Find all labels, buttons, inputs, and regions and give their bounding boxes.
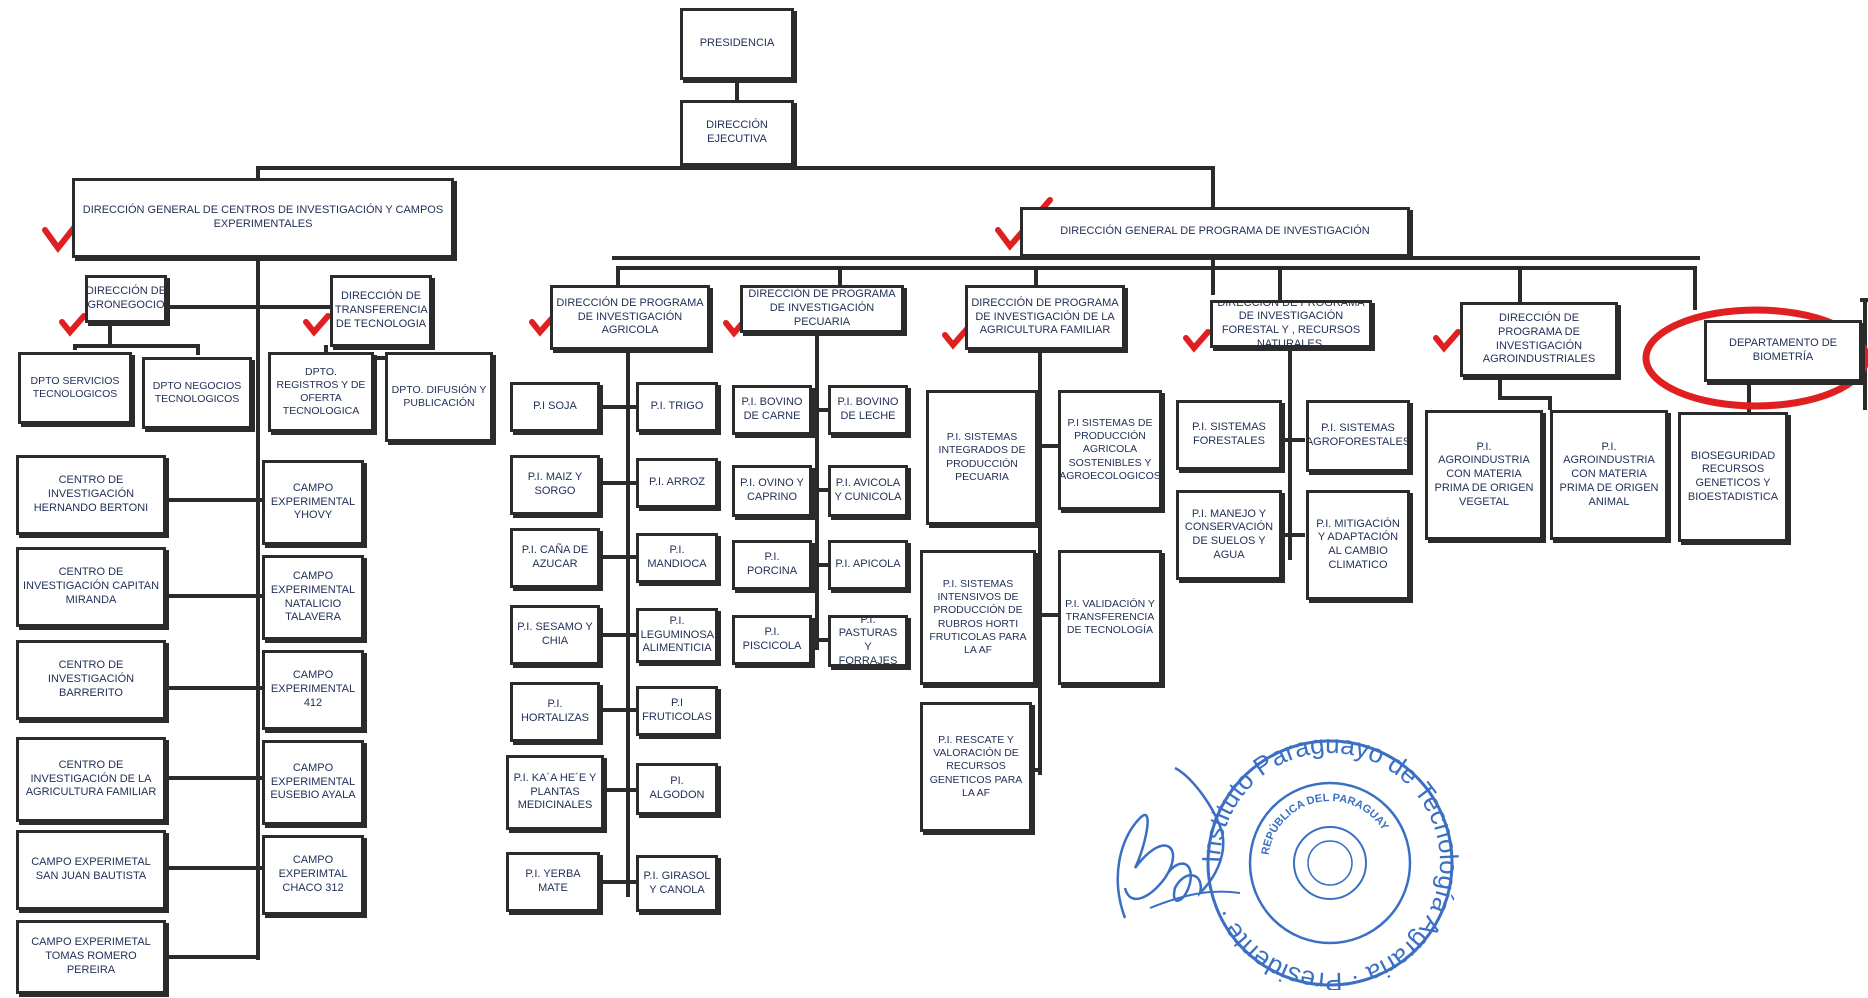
node-pecuaria-l2: P.I. OVINO Y CAPRINO	[732, 465, 812, 517]
node-pecuaria-r2: P.I. AVICOLA Y CUNICOLA	[828, 465, 908, 517]
node-pecuaria-l4: P.I. PISCICOLA	[732, 615, 812, 665]
node-agricola-r6: PI. ALGODON	[636, 763, 718, 815]
node-agricola-r7: P.I. GIRASOL Y CANOLA	[636, 855, 718, 912]
node-pecuaria-r1: P.I. BOVINO DE LECHE	[828, 385, 908, 435]
node-centro-6: CAMPO EXPERIMETAL TOMAS ROMERO PEREIRA	[16, 920, 166, 994]
node-forestal-l1: P.I. SISTEMAS FORESTALES	[1176, 400, 1282, 470]
node-presidencia: PRESIDENCIA	[680, 8, 794, 80]
node-pecuaria-r3: P.I. APICOLA	[828, 540, 908, 590]
node-agroind-2: P.I. AGROINDUSTRIA CON MATERIA PRIMA DE …	[1550, 410, 1668, 540]
node-prog-familiar: DIRECCIÓN DE PROGRAMA DE INVESTIGACIÓN D…	[965, 285, 1125, 350]
node-dir-transferencia: DIRECCIÓN DE TRANSFERENCIA DE TECNOLOGIA	[330, 275, 432, 347]
node-agricola-r5: P.I FRUTICOLAS	[636, 686, 718, 736]
node-dpto-difusion: DPTO. DIFUSIÓN Y PUBLICACIÓN	[385, 352, 493, 442]
node-pecuaria-r4: P.I. PASTURAS Y FORRAJES	[828, 615, 908, 667]
node-dpto-servicios: DPTO SERVICIOS TECNOLOGICOS	[18, 352, 132, 424]
node-campo-4: CAMPO EXPERIMENTAL EUSEBIO AYALA	[262, 740, 364, 825]
node-campo-3: CAMPO EXPERIMENTAL 412	[262, 650, 364, 730]
node-campo-5: CAMPO EXPERIMTAL CHACO 312	[262, 835, 364, 915]
node-campo-1: CAMPO EXPERIMENTAL YHOVY	[262, 460, 364, 545]
node-dpto-registros: DPTO. REGISTROS Y DE OFERTA TECNOLOGICA	[268, 352, 374, 432]
node-forestal-r2: P.I. MITIGACIÓN Y ADAPTACIÓN AL CAMBIO C…	[1306, 490, 1410, 600]
svg-text:Instituto Paraguayo de Tecnolo: Instituto Paraguayo de Tecnología Agrari…	[1200, 735, 1460, 990]
node-agricola-r1: P.I. TRIGO	[636, 382, 718, 432]
node-dg-centros: DIRECCIÓN GENERAL DE CENTROS DE INVESTIG…	[72, 178, 454, 258]
node-agricola-l5: P.I. HORTALIZAS	[510, 682, 600, 742]
highlight-circle	[1642, 306, 1868, 410]
node-prog-agroind: DIRECCIÓN DE PROGRAMA DE INVESTIGACIÓN A…	[1460, 302, 1618, 377]
node-forestal-l2: P.I. MANEJO Y CONSERVACIÓN DE SUELOS Y A…	[1176, 490, 1282, 580]
node-familiar-l3: P.I. RESCATE Y VALORACIÓN DE RECURSOS GE…	[920, 702, 1032, 832]
node-centro-2: CENTRO DE INVESTIGACIÓN CAPITAN MIRANDA	[16, 547, 166, 627]
node-agricola-l7: P.I. YERBA MATE	[506, 852, 600, 912]
node-pecuaria-l1: P.I. BOVINO DE CARNE	[732, 385, 812, 435]
node-centro-5: CAMPO EXPERIMETAL SAN JUAN BAUTISTA	[16, 830, 166, 910]
node-campo-2: CAMPO EXPERIMENTAL NATALICIO TALAVERA	[262, 555, 364, 640]
node-agricola-r2: P.I. ARROZ	[636, 458, 718, 508]
official-stamp: Instituto Paraguayo de Tecnología Agrari…	[1200, 735, 1460, 990]
node-dg-programa: DIRECCIÓN GENERAL DE PROGRAMA DE INVESTI…	[1020, 207, 1410, 257]
node-agricola-l4: P.I. SESAMO Y CHIA	[510, 605, 600, 665]
node-agricola-r3: P.I. MANDIOCA	[636, 533, 718, 583]
node-agroind-1: P.I. AGROINDUSTRIA CON MATERIA PRIMA DE …	[1425, 410, 1543, 540]
node-bioseguridad: BIOSEGURIDAD RECURSOS GENETICOS Y BIOEST…	[1678, 412, 1788, 542]
node-agricola-l3: P.I. CAÑA DE AZUCAR	[510, 528, 600, 588]
node-familiar-l2: P.I. SISTEMAS INTENSIVOS DE PRODUCCIÓN D…	[920, 550, 1036, 685]
node-agricola-l2: P.I. MAIZ Y SORGO	[510, 455, 600, 515]
node-prog-pecuaria: DIRECCIÓN DE PROGRAMA DE INVESTIGACIÓN P…	[740, 285, 904, 333]
node-forestal-r1: P.I. SISTEMAS AGROFORESTALES	[1306, 400, 1410, 472]
node-agricola-r4: P.I. LEGUMINOSA ALIMENTICIA	[636, 608, 718, 663]
node-agricola-l1: P.I SOJA	[510, 382, 600, 432]
signature	[1116, 766, 1241, 919]
node-agricola-l6: P.I. KA´A HE´E Y PLANTAS MEDICINALES	[506, 755, 604, 830]
node-dir-agronegocios: DIRECCIÓN DE AGRONEGOCIOS	[85, 275, 167, 323]
node-familiar-r1: P.I SISTEMAS DE PRODUCCIÓN AGRICOLA SOST…	[1058, 390, 1162, 510]
node-prog-agricola: DIRECCIÓN DE PROGRAMA DE INVESTIGACIÓN A…	[550, 285, 710, 350]
node-centro-3: CENTRO DE INVESTIGACIÓN BARRERITO	[16, 640, 166, 720]
node-prog-forestal: DIRECCIÓN DE PROGRAMA DE INVESTIGACIÓN F…	[1210, 300, 1372, 348]
node-centro-4: CENTRO DE INVESTIGACIÓN DE LA AGRICULTUR…	[16, 737, 166, 822]
node-familiar-r2: P.I. VALIDACIÓN Y TRANSFERENCIA DE TECNO…	[1058, 550, 1162, 685]
node-dpto-negocios: DPTO NEGOCIOS TECNOLOGICOS	[142, 357, 252, 429]
node-pecuaria-l3: P.I. PORCINA	[732, 540, 812, 590]
node-dpto-biometria: DEPARTAMENTO DE BIOMETRÍA	[1704, 320, 1862, 382]
node-familiar-l1: P.I. SISTEMAS INTEGRADOS DE PRODUCCIÓN P…	[926, 390, 1038, 525]
node-direccion-ejecutiva: DIRECCIÓN EJECUTIVA	[680, 100, 794, 166]
node-centro-1: CENTRO DE INVESTIGACIÓN HERNANDO BERTONI	[16, 455, 166, 535]
